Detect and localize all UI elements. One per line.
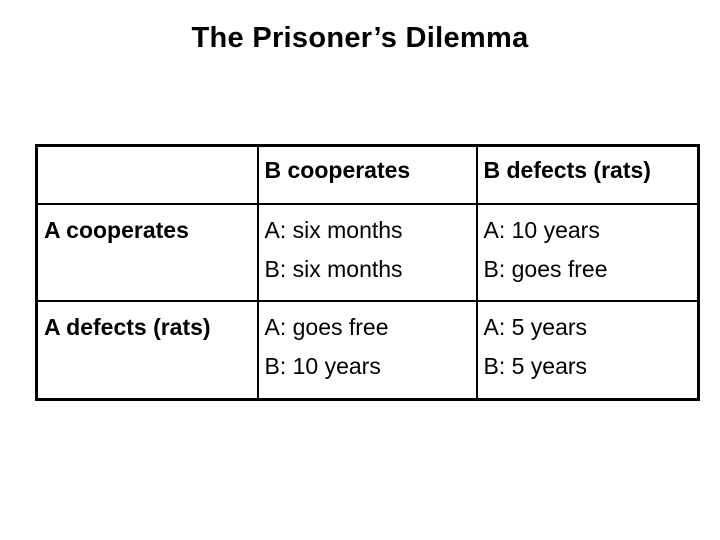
slide-title: The Prisoner’s Dilemma (191, 22, 529, 54)
payoff-cell-a-cooperates-b-defects: A: 10 years B: goes free (475, 202, 700, 302)
corner-cell (35, 144, 259, 205)
payoff-cell-both-cooperate: A: six months B: six months (256, 202, 478, 302)
payoff-line-a: A: 10 years (483, 216, 600, 243)
payoff-line-a: A: 5 years (483, 313, 588, 340)
col-header-b-defects: B defects (rats) (475, 144, 700, 205)
payoff-cell-both-defect: A: 5 years B: 5 years (475, 299, 700, 401)
payoff-line-b: B: six months (264, 255, 403, 282)
table-row-a-cooperates: A cooperates A: six months B: six months… (35, 202, 700, 302)
payoff-line-a: A: goes free (264, 313, 389, 340)
payoff-table: B cooperates B defects (rats) A cooperat… (35, 144, 700, 401)
row-label-a-defects: A defects (rats) (35, 299, 259, 401)
col-header-b-cooperates: B cooperates (256, 144, 478, 205)
payoff-cell-a-defects-b-cooperates: A: goes free B: 10 years (256, 299, 478, 401)
table-row-a-defects: A defects (rats) A: goes free B: 10 year… (35, 299, 700, 401)
payoff-line-b: B: 10 years (264, 352, 381, 379)
table-header-row: B cooperates B defects (rats) (35, 144, 700, 205)
payoff-line-b: B: goes free (483, 255, 608, 282)
row-label-a-cooperates: A cooperates (35, 202, 259, 302)
payoff-line-a: A: six months (264, 216, 403, 243)
payoff-line-b: B: 5 years (483, 352, 588, 379)
